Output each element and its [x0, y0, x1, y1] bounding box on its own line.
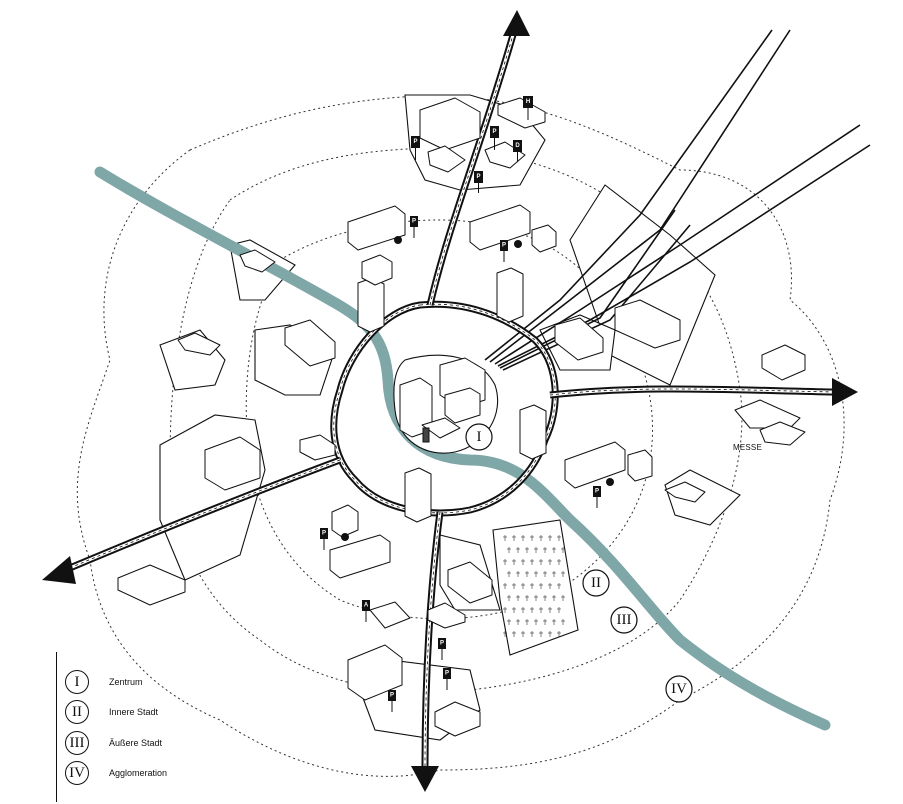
legend: I Zentrum II Innere Stadt III Äußere Sta… [56, 652, 217, 802]
parking-sign: P [474, 171, 483, 193]
zone-marker-iii: III [610, 606, 638, 634]
road-arrowheads [42, 10, 858, 792]
legend-badge-ii: II [65, 700, 89, 724]
parking-sign: P [320, 528, 328, 550]
zone-marker-iv-label: IV [671, 681, 687, 697]
parking-sign-label: P [390, 693, 394, 699]
parking-sign-label: P [502, 243, 506, 249]
zone-marker-ii: II [582, 569, 610, 597]
river [94, 166, 831, 731]
parking-sign-label: P [412, 219, 416, 225]
zone-boundary-iv [76, 95, 845, 777]
legend-item-aeussere-stadt: III Äußere Stadt [65, 729, 162, 757]
zone-marker-iii-label: III [617, 612, 632, 628]
parking-sign-label: P [445, 671, 449, 677]
zone-marker-iv: IV [665, 675, 693, 703]
signs: P P D H P P P P P A P P P [320, 96, 614, 712]
road-east [549, 385, 836, 399]
legend-badge-iii: III [65, 731, 89, 755]
buildings [117, 97, 806, 737]
road-north [426, 27, 519, 306]
parking-sign-label: P [476, 174, 480, 180]
parking-sign: P [388, 690, 396, 712]
parking-sign: P [593, 486, 601, 508]
road-network [42, 10, 858, 792]
parking-sign: P [411, 136, 420, 160]
airport-sign: H [523, 96, 533, 120]
arrow-south [411, 766, 439, 792]
legend-label-innere-stadt: Innere Stadt [109, 707, 159, 717]
parking-sign-label: P [322, 531, 326, 537]
legend-label-aeussere-stadt: Äußere Stadt [109, 738, 163, 748]
parking-sign: P [410, 216, 418, 238]
road-southwest [63, 456, 342, 574]
a-sign: A [362, 600, 370, 622]
parking-sign: P [500, 240, 508, 262]
zone-marker-i: I [465, 423, 493, 451]
airport-sign-label: H [526, 99, 530, 105]
arrow-north [503, 10, 530, 36]
legend-item-innere-stadt: II Innere Stadt [65, 698, 158, 726]
parking-sign-label: P [440, 641, 444, 647]
legend-badge-i: I [65, 670, 89, 694]
parking-sign-label: P [492, 129, 496, 135]
arrow-east [832, 378, 858, 406]
legend-label-agglomeration: Agglomeration [109, 768, 168, 778]
parking-sign-label: P [595, 489, 599, 495]
parking-sign-label: P [413, 139, 417, 145]
legend-badge-iv: IV [65, 761, 89, 785]
arrow-southwest [42, 556, 76, 584]
station-sign-label: D [515, 143, 520, 149]
station-sign: D [513, 140, 522, 162]
cemetery [492, 519, 579, 656]
ring-road [330, 300, 559, 517]
zone-marker-i-label: I [477, 429, 482, 445]
fair-label: MESSE [733, 443, 762, 452]
parking-sign: P [490, 126, 499, 150]
city-centre [393, 354, 499, 454]
parking-sign: P [438, 638, 446, 660]
a-sign-label: A [364, 603, 369, 609]
legend-item-zentrum: I Zentrum [65, 668, 143, 696]
zone-marker-ii-label: II [591, 575, 601, 591]
legend-label-zentrum: Zentrum [109, 677, 143, 687]
road-south [421, 511, 444, 771]
parking-sign: P [443, 668, 451, 690]
zone-markers: I II III IV [465, 423, 693, 703]
legend-item-agglomeration: IV Agglomeration [65, 759, 167, 787]
